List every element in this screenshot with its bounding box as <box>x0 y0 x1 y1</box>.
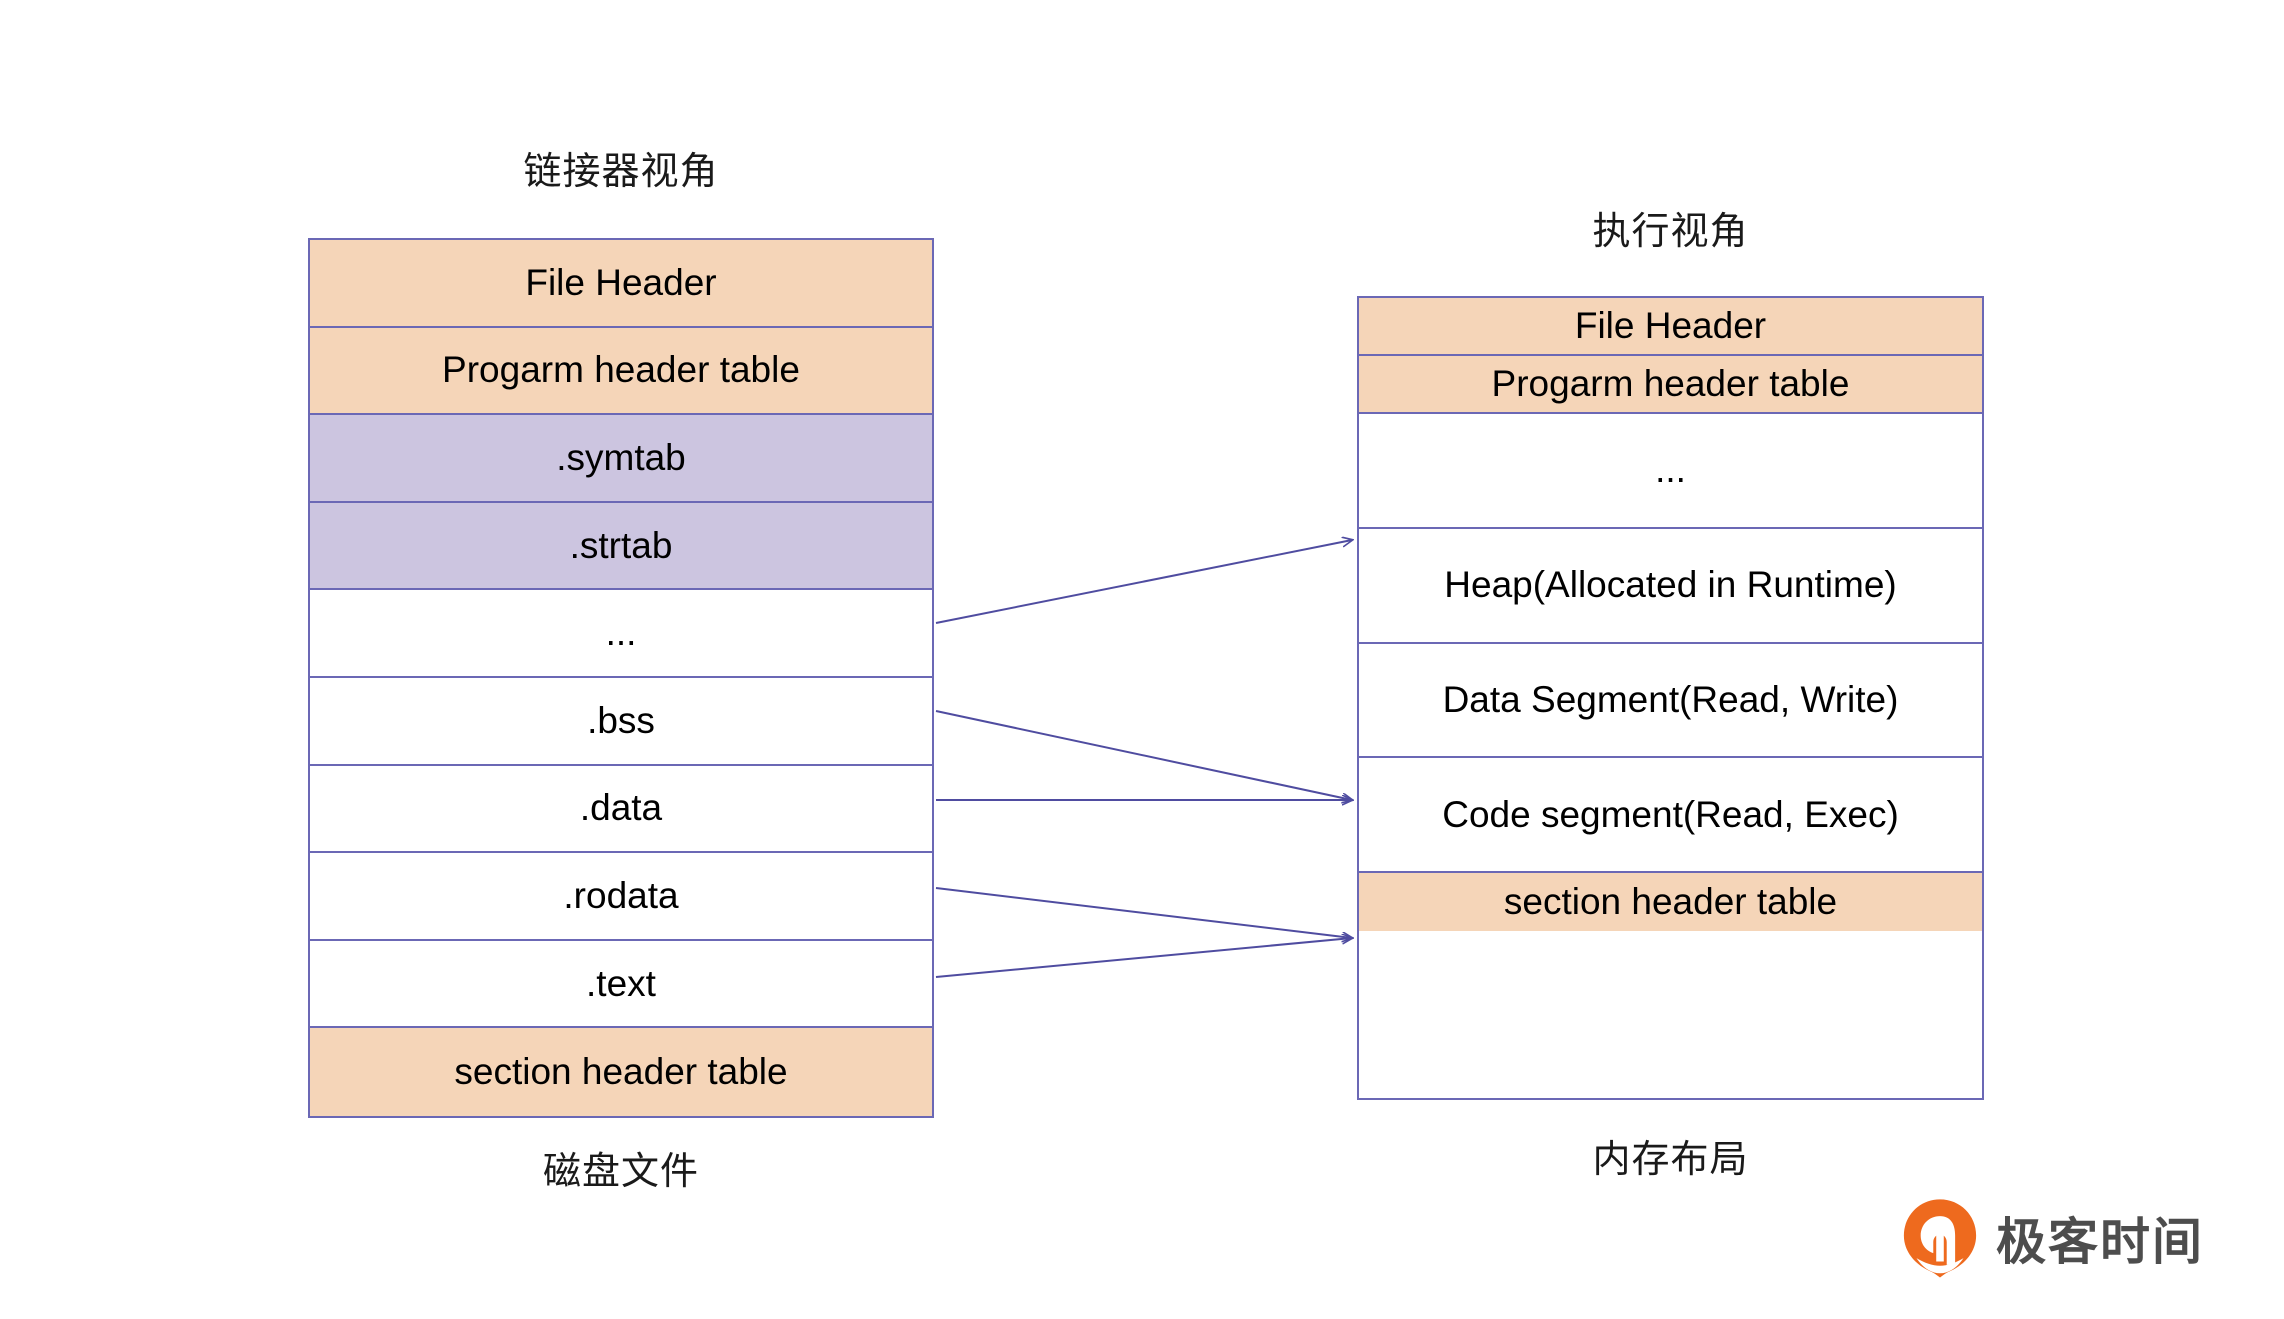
table-row: Heap(Allocated in Runtime) <box>1359 528 1982 644</box>
row-label: File Header <box>525 261 717 303</box>
row-label: .symtab <box>556 436 686 478</box>
arrow-bss-to-data-segment <box>935 710 1352 800</box>
row-label: section header table <box>1503 881 1838 923</box>
exec-view-caption: 执行视角 <box>1592 211 1749 253</box>
table-row: .strtab <box>310 502 932 591</box>
row-label: Data Segment(Read, Write) <box>1442 678 1899 720</box>
table-row: ... <box>310 590 932 678</box>
row-label: .text <box>586 962 656 1004</box>
table-row: Progarm header table <box>310 327 932 416</box>
table-row: .data <box>310 765 932 854</box>
table-row: .symtab <box>310 415 932 503</box>
exec-view-table: File Header Progarm header table ... Hea… <box>1357 296 1984 1100</box>
linker-view-caption: 链接器视角 <box>523 151 719 193</box>
row-label: .data <box>579 787 663 829</box>
row-label: Heap(Allocated in Runtime) <box>1444 564 1897 606</box>
table-row: section header table <box>310 1028 932 1116</box>
row-label: ... <box>605 612 637 654</box>
table-row: Progarm header table <box>1359 356 1982 414</box>
row-label: File Header <box>1574 305 1767 346</box>
memory-layout-label: 内存布局 <box>1592 1139 1749 1181</box>
arrow-text-to-code-segment <box>935 938 1352 978</box>
watermark: 极客时间 <box>1898 1196 2204 1280</box>
table-row: section header table <box>1359 873 1982 932</box>
table-row: Data Segment(Read, Write) <box>1359 643 1982 759</box>
table-row: .bss <box>310 677 932 766</box>
disk-file-label: 磁盘文件 <box>542 1151 699 1193</box>
row-label: Progarm header table <box>1491 363 1850 404</box>
geektime-logo-icon <box>1903 1199 1977 1278</box>
watermark-text: 极客时间 <box>1996 1214 2204 1270</box>
table-row: Code segment(Read, Exec) <box>1359 758 1982 874</box>
table-row: ... <box>1359 414 1982 529</box>
arrow-ellipsis-to-ellipsis <box>935 540 1352 624</box>
row-label: Progarm header table <box>442 349 800 391</box>
row-label: section header table <box>454 1051 788 1093</box>
row-label: ... <box>1655 449 1686 491</box>
arrow-rodata-to-code-segment <box>935 887 1352 938</box>
row-label: .rodata <box>563 874 679 916</box>
table-row: .rodata <box>310 853 932 941</box>
linker-view-table: File Header Progarm header table .symtab… <box>308 238 934 1118</box>
row-label: .strtab <box>569 524 673 566</box>
row-label: .bss <box>587 699 655 741</box>
table-row: File Header <box>310 240 932 328</box>
table-row: File Header <box>1359 298 1982 356</box>
table-row: .text <box>310 940 932 1029</box>
row-label: Code segment(Read, Exec) <box>1442 793 1899 835</box>
